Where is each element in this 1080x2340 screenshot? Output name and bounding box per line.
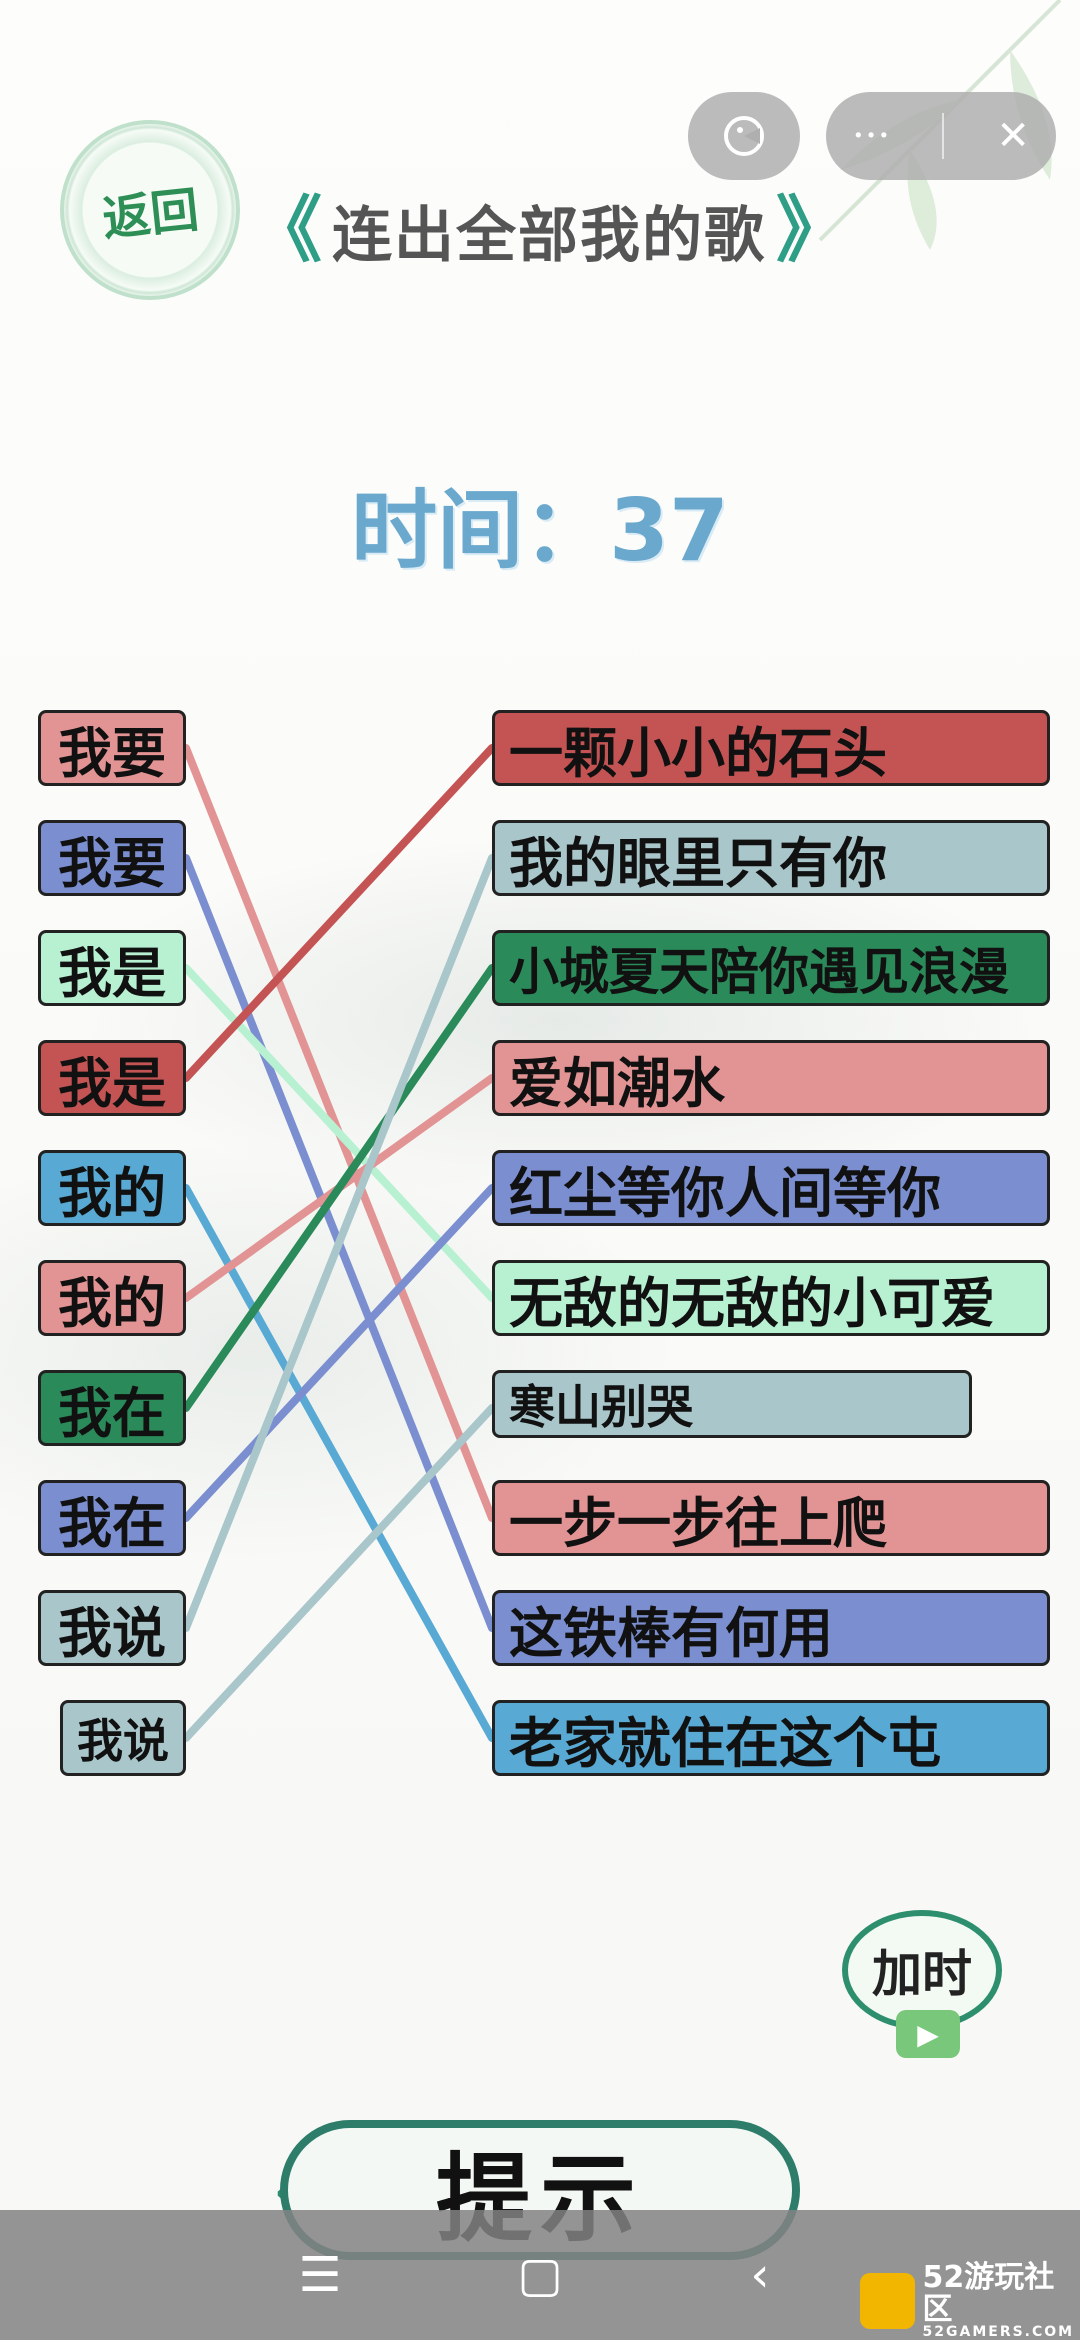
- left-item[interactable]: 我在: [38, 1370, 186, 1446]
- add-time-label: 加时: [872, 1944, 972, 2003]
- game-icon: [724, 116, 764, 156]
- back-button[interactable]: 返回: [60, 120, 240, 300]
- left-item[interactable]: 我说: [60, 1700, 186, 1776]
- menu-icon[interactable]: ☰: [298, 2247, 342, 2303]
- back-nav-icon[interactable]: ‹: [750, 2247, 770, 2303]
- watermark: 52游玩社区 52GAMERS.COM: [860, 2262, 1080, 2340]
- add-time-button[interactable]: 加时: [842, 1910, 1002, 2030]
- right-item[interactable]: 这铁棒有何用: [492, 1590, 1050, 1666]
- right-item[interactable]: 我的眼里只有你: [492, 820, 1050, 896]
- left-item[interactable]: 我是: [38, 930, 186, 1006]
- connection-line: [182, 1404, 496, 1742]
- right-item[interactable]: 小城夏天陪你遇见浪漫: [492, 930, 1050, 1006]
- right-item[interactable]: 一步一步往上爬: [492, 1480, 1050, 1556]
- miniprogram-menu-capsule-left[interactable]: [688, 92, 800, 180]
- right-item[interactable]: 寒山别哭: [492, 1370, 972, 1438]
- page-title-group: 《 连出全部我的歌 》: [250, 187, 849, 272]
- title-left-bracket: 《: [250, 187, 323, 272]
- timer: 时间：37: [0, 460, 1080, 585]
- connection-line: [182, 854, 496, 1632]
- timer-label: 时间：: [351, 481, 610, 581]
- capsule-divider: [942, 113, 945, 159]
- watermark-subtext: 52GAMERS.COM: [922, 2324, 1075, 2340]
- left-item[interactable]: 我要: [38, 820, 186, 896]
- timer-value: 37: [609, 481, 729, 581]
- connection-line: [182, 1184, 496, 1522]
- video-icon: ▶: [896, 2010, 960, 2058]
- title-right-bracket: 》: [776, 187, 849, 272]
- more-options-button[interactable]: ···: [852, 113, 891, 159]
- connection-line: [182, 744, 496, 1082]
- right-item[interactable]: 一颗小小的石头: [492, 710, 1050, 786]
- right-item[interactable]: 老家就住在这个屯: [492, 1700, 1050, 1776]
- left-item[interactable]: 我说: [38, 1590, 186, 1666]
- left-item[interactable]: 我的: [38, 1260, 186, 1336]
- connection-line: [182, 964, 496, 1412]
- close-button[interactable]: ✕: [996, 113, 1030, 159]
- left-item[interactable]: 我是: [38, 1040, 186, 1116]
- page-title: 连出全部我的歌: [332, 200, 767, 271]
- left-item[interactable]: 我的: [38, 1150, 186, 1226]
- watermark-text: 52游玩社区: [922, 2260, 1055, 2327]
- miniprogram-menu-capsule: ··· ✕: [826, 92, 1056, 180]
- left-item[interactable]: 我要: [38, 710, 186, 786]
- right-item[interactable]: 红尘等你人间等你: [492, 1150, 1050, 1226]
- right-item[interactable]: 无敌的无敌的小可爱: [492, 1260, 1050, 1336]
- right-item[interactable]: 爱如潮水: [492, 1040, 1050, 1116]
- left-item[interactable]: 我在: [38, 1480, 186, 1556]
- home-icon[interactable]: ▢: [517, 2247, 563, 2303]
- connection-line: [182, 1184, 496, 1742]
- watermark-logo-icon: [860, 2272, 915, 2329]
